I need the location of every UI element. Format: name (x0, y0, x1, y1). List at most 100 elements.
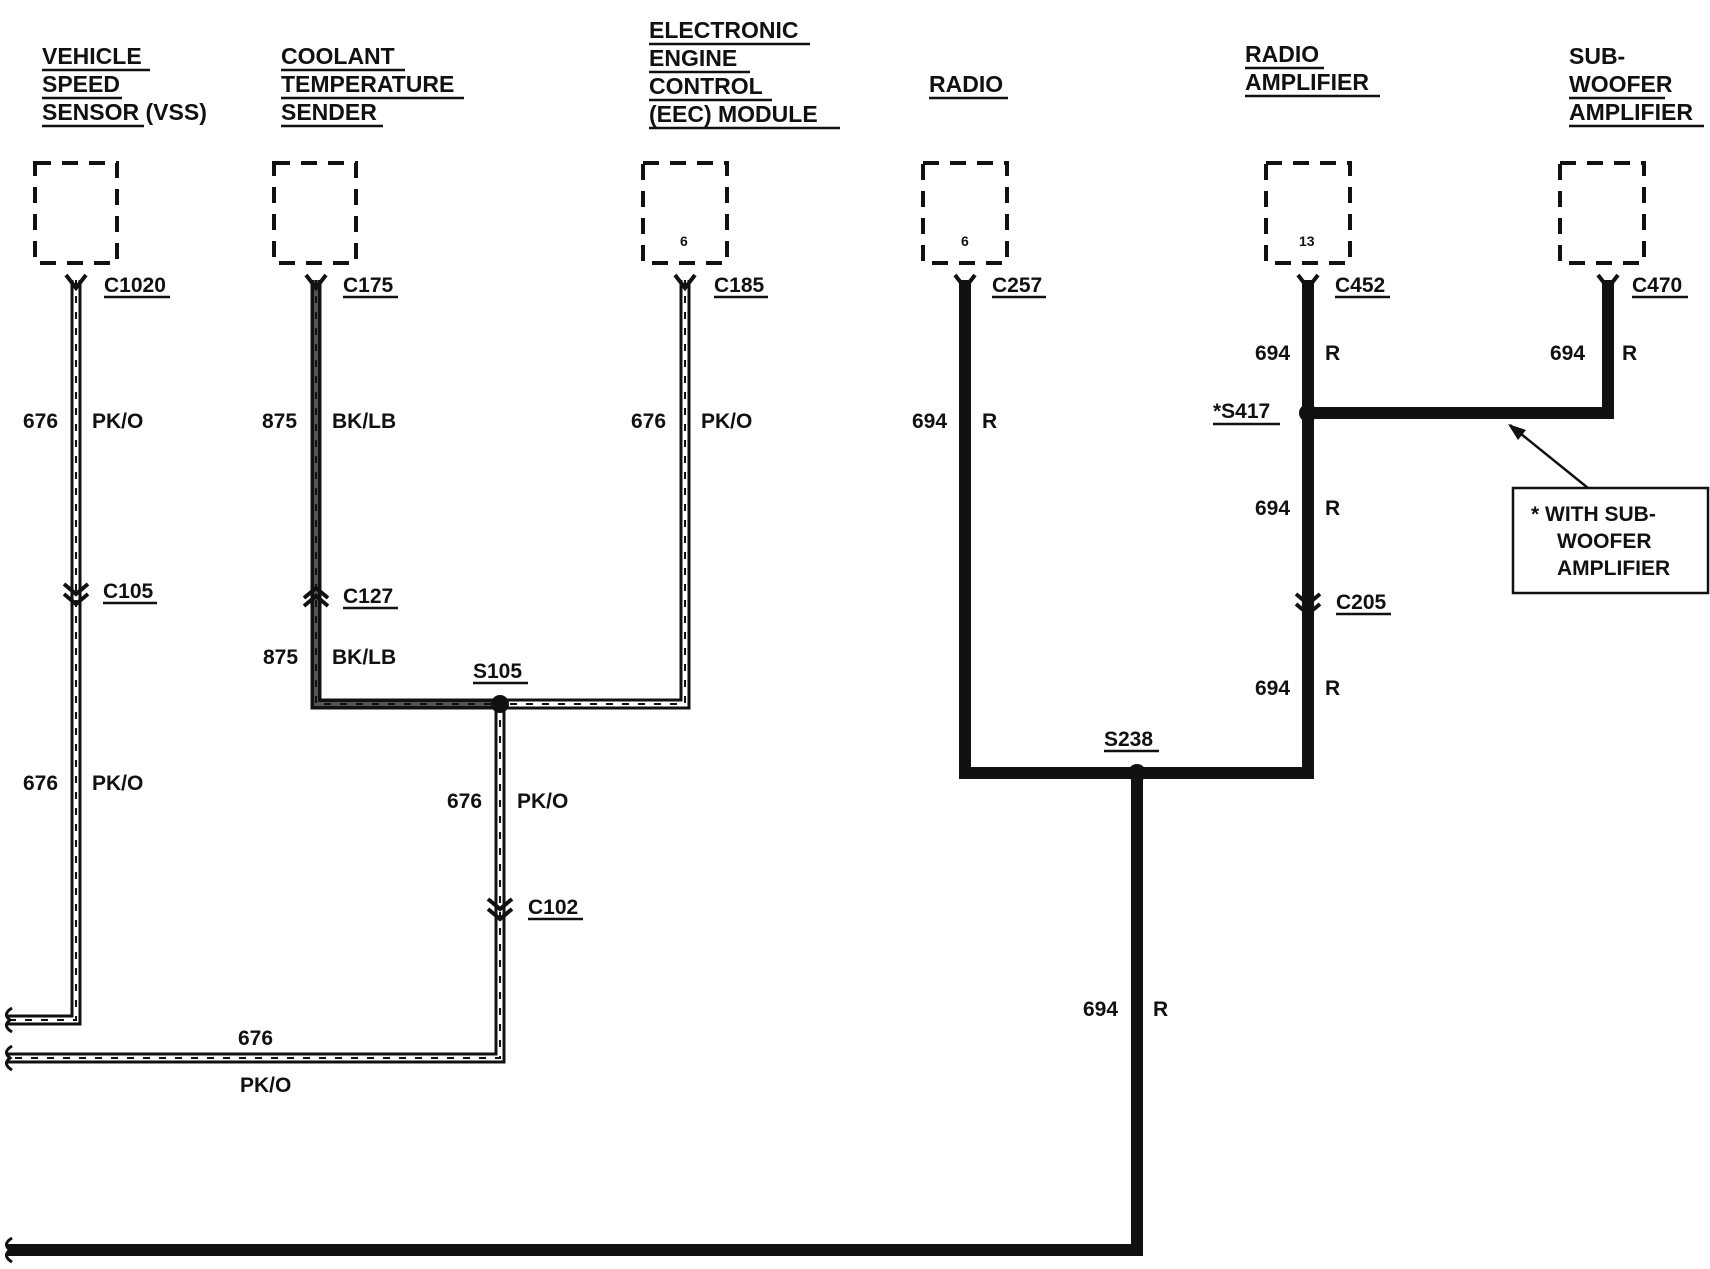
connector-c470-label: C470 (1632, 274, 1682, 297)
sub-wire (1308, 280, 1614, 419)
svg-text:ELECTRONIC: ELECTRONIC (649, 17, 799, 43)
svg-text:AMPLIFIER: AMPLIFIER (1245, 69, 1369, 95)
amp-title: RADIO AMPLIFIER (1245, 41, 1380, 98)
connector-c257-label: C257 (992, 274, 1042, 297)
svg-text:VEHICLE: VEHICLE (42, 43, 142, 69)
wire-radio-color: R (982, 410, 997, 433)
note-line-1: * WITH SUB- (1531, 503, 1656, 526)
sub-component-box (1558, 161, 1646, 265)
subwoofer-note: * WITH SUB- WOOFER AMPLIFIER (1508, 424, 1710, 595)
connector-c127-mark (302, 585, 330, 608)
svg-text:(EEC) MODULE: (EEC) MODULE (649, 101, 818, 127)
svg-text:COOLANT: COOLANT (281, 43, 395, 69)
striped-wire-s105-down (8, 704, 506, 1064)
wire-vss-upper-circuit: 676 (23, 410, 58, 433)
splice-s417-dot (1299, 404, 1317, 422)
wire-s238-down-color: R (1153, 998, 1168, 1021)
connector-c175-label: C175 (343, 274, 394, 297)
svg-text:SPEED: SPEED (42, 71, 120, 97)
svg-text:SUB-: SUB- (1569, 43, 1625, 69)
note-line-3: AMPLIFIER (1557, 557, 1670, 580)
coolant-wire (310, 280, 500, 710)
coolant-component-box (272, 161, 358, 265)
connector-c1020-mark (64, 273, 88, 292)
wire-continuation-mark (5, 1006, 13, 1034)
amp-pin-number: 13 (1299, 233, 1315, 249)
vss-component-box (33, 161, 119, 265)
wire-s105-down-color: PK/O (517, 790, 568, 813)
splice-s238-label: S238 (1104, 728, 1153, 751)
connector-c205-label: C205 (1336, 591, 1387, 614)
wire-vss-lower-color: PK/O (92, 772, 143, 795)
wire-eec-circuit: 676 (631, 410, 666, 433)
wire-coolant-upper-color: BK/LB (332, 410, 396, 433)
svg-text:ENGINE: ENGINE (649, 45, 737, 71)
connector-c102-mark (486, 897, 514, 922)
connector-c452-mark (1296, 273, 1320, 292)
eec-title: ELECTRONIC ENGINE CONTROL (EEC) MODULE (649, 17, 840, 130)
wire-amp-top-circuit: 694 (1255, 342, 1290, 365)
radio-pin-number: 6 (961, 233, 969, 249)
note-pointer-arrowhead (1508, 424, 1526, 440)
amp-component-box (1264, 161, 1352, 265)
striped-wire-eec-to-s105 (500, 280, 691, 710)
wire-labels: 676 PK/O 676 PK/O 875 BK/LB 875 BK/LB 67… (23, 342, 1637, 1097)
coolant-title: COOLANT TEMPERATURE SENDER (281, 43, 464, 128)
wire-amp-mid-circuit: 694 (1255, 497, 1290, 520)
vss-title: VEHICLE SPEED SENSOR (VSS) (42, 43, 207, 128)
note-pointer-line (1509, 424, 1589, 489)
wire-sub-circuit: 694 (1550, 342, 1585, 365)
wire-s105-down-circuit: 676 (447, 790, 482, 813)
note-line-2: WOOFER (1557, 530, 1652, 553)
splice-s105-dot (491, 695, 509, 713)
wire-continuation-mark (5, 1044, 13, 1072)
connector-c175-mark (304, 273, 328, 292)
connector-c257-mark (953, 273, 977, 292)
svg-text:CONTROL: CONTROL (649, 73, 763, 99)
svg-text:SENDER: SENDER (281, 99, 377, 125)
wire-coolant-lower-color: BK/LB (332, 646, 396, 669)
splice-labels: S105 S238 *S417 (473, 400, 1280, 753)
wire-sub-color: R (1622, 342, 1637, 365)
wire-bottom-color: PK/O (240, 1074, 291, 1097)
amp-wire (1137, 280, 1314, 779)
note-box (1511, 486, 1710, 595)
wire-amp-low-circuit: 694 (1255, 677, 1290, 700)
eec-component-box (641, 161, 729, 265)
connector-c470-mark (1596, 273, 1620, 292)
connector-c105-label: C105 (103, 580, 154, 603)
connector-c105-mark (62, 582, 90, 607)
svg-text:TEMPERATURE: TEMPERATURE (281, 71, 454, 97)
eec-pin-number: 6 (680, 233, 688, 249)
wire-eec-color: PK/O (701, 410, 752, 433)
wire-bottom-circuit: 676 (238, 1027, 273, 1050)
connector-c1020-label: C1020 (104, 274, 166, 297)
connector-c185-label: C185 (714, 274, 765, 297)
sub-title: SUB- WOOFER AMPLIFIER (1569, 43, 1704, 128)
svg-text:RADIO: RADIO (929, 71, 1003, 97)
radio-wire (959, 280, 1137, 779)
connector-c102-label: C102 (528, 896, 578, 919)
striped-wire-vss (8, 280, 82, 1026)
splice-s105-label: S105 (473, 660, 522, 683)
wire-coolant-lower-circuit: 875 (263, 646, 298, 669)
svg-text:RADIO: RADIO (1245, 41, 1319, 67)
svg-text:AMPLIFIER: AMPLIFIER (1569, 99, 1693, 125)
radio-title: RADIO (929, 71, 1008, 100)
connector-labels: C1020 C175 C185 C257 C452 C470 C105 C127… (103, 274, 1688, 921)
radio-component-box (921, 161, 1009, 265)
wire-s238-down-circuit: 694 (1083, 998, 1118, 1021)
connector-c185-mark (673, 273, 697, 292)
splice-s238-dot (1128, 764, 1146, 782)
wire-vss-lower-circuit: 676 (23, 772, 58, 795)
wire-coolant-upper-circuit: 875 (262, 410, 297, 433)
connector-c205-mark (1294, 592, 1322, 617)
wire-continuation-mark (5, 1236, 13, 1264)
connector-c452-label: C452 (1335, 274, 1385, 297)
wire-amp-top-color: R (1325, 342, 1340, 365)
wire-radio-circuit: 694 (912, 410, 947, 433)
splice-s417-label: *S417 (1213, 400, 1270, 423)
svg-text:SENSOR (VSS): SENSOR (VSS) (42, 99, 207, 125)
s238-down-wire (8, 773, 1143, 1256)
